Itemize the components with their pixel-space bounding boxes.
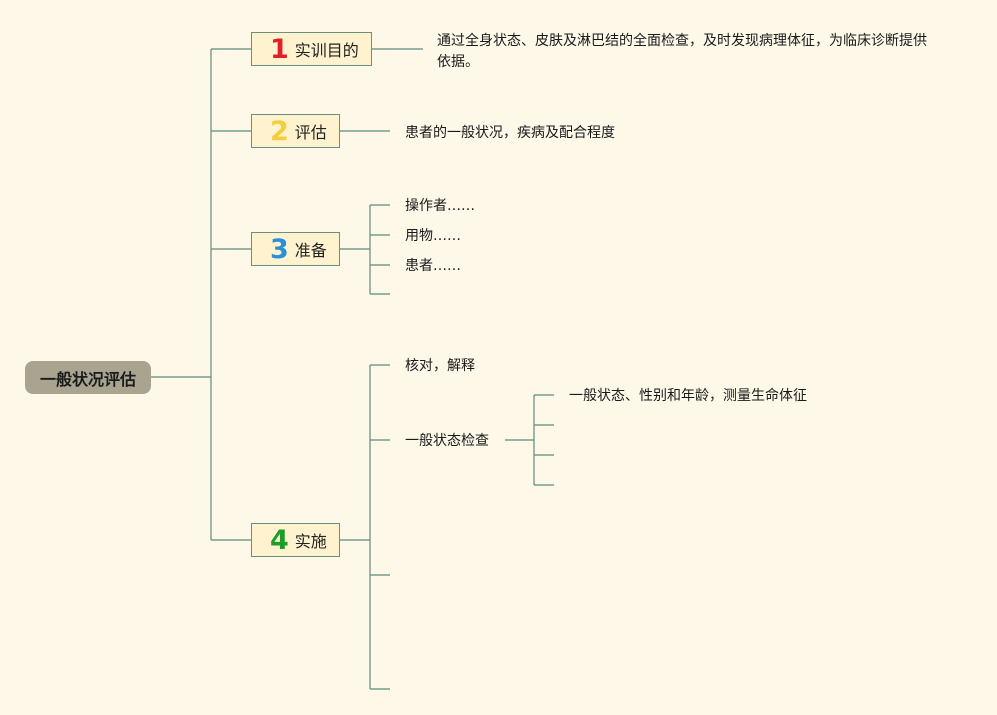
topic-preparation[interactable]: 3 准备: [251, 232, 340, 266]
topic-assessment-label: 评估: [294, 123, 327, 142]
prep-supplies[interactable]: 用物……: [405, 228, 461, 244]
impl-general-status[interactable]: 一般状态检查: [405, 433, 489, 449]
assessment-detail[interactable]: 患者的一般状况，疾病及配合程度: [405, 125, 615, 141]
number-four-icon: 4: [270, 524, 289, 556]
number-two-icon: 2: [270, 115, 289, 147]
prep-operator[interactable]: 操作者……: [405, 198, 475, 214]
topic-implementation[interactable]: 4 实施: [251, 523, 340, 557]
topic-assessment[interactable]: 2 评估: [251, 114, 340, 148]
topic-purpose[interactable]: 1 实训目的: [251, 32, 372, 66]
topic-purpose-label: 实训目的: [294, 41, 359, 60]
prep-patient[interactable]: 患者……: [405, 258, 461, 274]
number-one-icon: 1: [270, 33, 289, 65]
impl-general-status-detail[interactable]: 一般状态、性别和年龄，测量生命体征: [569, 388, 807, 404]
topic-implementation-label: 实施: [294, 532, 327, 551]
number-three-icon: 3: [270, 233, 289, 265]
topic-preparation-label: 准备: [294, 241, 327, 260]
root-topic-label: 一般状况评估: [39, 369, 136, 389]
root-topic[interactable]: 一般状况评估: [25, 361, 151, 394]
purpose-detail[interactable]: 通过全身状态、皮肤及淋巴结的全面检查，及时发现病理体征，为临床诊断提供依据。: [437, 33, 927, 70]
impl-check-explain[interactable]: 核对，解释: [405, 358, 475, 374]
